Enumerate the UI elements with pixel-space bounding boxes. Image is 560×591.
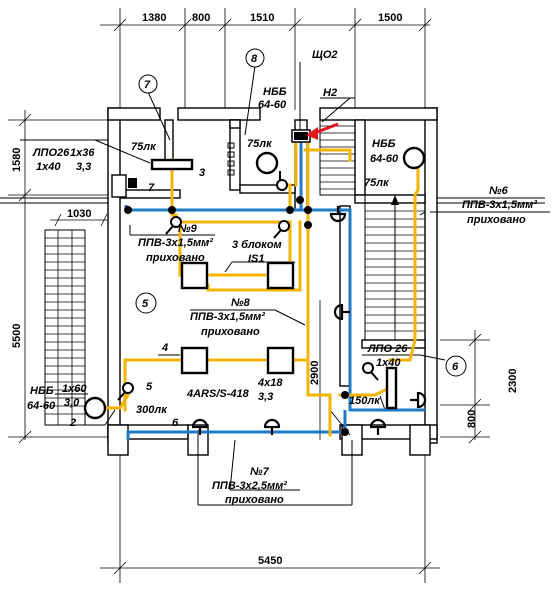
switch-room5-b [273,220,290,239]
socket-5 [333,303,350,321]
dim-top-4: 1500 [378,12,402,24]
panel-shcho2-label: ЩО2 [312,49,338,61]
dimension-lines: 1380 800 1510 1500 1580 5500 1030 5450 [8,8,519,583]
socket-1 [191,418,209,435]
label-7: 7 [148,182,155,194]
cable7-install: приховано [225,494,284,506]
room8-lux: 75лк [247,138,273,150]
socket-2 [263,418,281,435]
lpo-1x60-label: 1x60 [62,383,87,395]
dim-left-1580: 1580 [11,148,23,172]
ceiling-lights [150,158,398,410]
panel-shcho2 [291,122,339,143]
labels: ЛПО26 1x36 1x40 3,3 75лк 3 7 НББ 64-60 7… [27,49,537,506]
fixture-4ars-1 [180,261,209,290]
room-marker-8: 8 [251,53,258,65]
dim-right-800: 800 [466,410,478,428]
lpo26-label: ЛПО26 [32,147,70,159]
room8-equipment [227,142,235,176]
nbb-stair-spec: 64-60 [370,153,399,165]
fixture-type-label: 4ARS/S-418 [186,388,250,400]
lpo26-spec: 1x36 [70,147,95,159]
switch-room8 [276,171,288,191]
nbb-left [83,396,107,420]
dim-top-2: 800 [192,12,210,24]
nbb-left-spec: 64-60 [27,400,56,412]
fixture-kw-label: 3,3 [258,391,273,403]
lpo26-room6-label: ЛПО 26 [367,343,408,355]
stair-lux: 75лк [364,177,390,189]
room-marker-7: 7 [144,79,151,91]
cable7-number: №7 [250,466,270,478]
fixture-lpo26-room6 [385,366,398,410]
cable9-install: приховано [146,252,205,264]
dim-top-3: 1510 [250,12,274,24]
leader-lines [20,62,550,506]
stairs [44,119,426,426]
label-2: 2 [69,417,76,429]
switch-room5-a [165,216,182,235]
label-3: 3 [199,167,205,179]
cable8-spec: ППВ-3х1,5мм² [190,311,265,323]
dim-top-1: 1380 [142,12,166,24]
room-markers: 7 8 5 6 [135,48,467,377]
block3-label: 3 блоком [232,239,282,251]
socket-3 [369,418,387,435]
cable9-number: №9 [178,223,198,235]
switch-room5-c [117,382,134,401]
nbb-stair [402,146,426,170]
lpo-1x40-label: 1x40 [36,161,61,173]
cable9-spec: ППВ-3х1,5мм² [138,237,213,249]
nbb-room8 [255,151,279,175]
label-4: 4 [161,342,168,354]
room6-lux: 150лк [349,395,381,407]
fixture-4ars-3 [180,346,209,375]
h2-label: Н2 [323,87,337,99]
walls [0,107,545,456]
is1-label: IS1 [248,253,265,265]
switches [117,171,379,401]
lpo-3-0-label: 3,0 [64,397,80,409]
room7-lux: 75лк [131,141,157,153]
sockets [191,206,427,435]
dim-right-2300: 2300 [507,369,519,393]
nbb-room8-label: НББ [263,86,287,98]
socket-6 [329,206,347,223]
dim-inner-2900: 2900 [309,361,321,385]
cable6-install: приховано [467,214,526,226]
nbb-stair-label: НББ [372,138,396,150]
label-5: 5 [146,381,153,393]
cable8-number: №8 [231,297,251,309]
fixture-lpo26-room7 [150,158,194,171]
cable6-number: №6 [489,185,509,197]
socket-4 [410,391,427,409]
cable7-spec: ППВ-3х2,5мм² [212,480,287,492]
dim-left-5500: 5500 [11,324,23,348]
nbb-room8-spec: 64-60 [258,99,287,111]
lpo26-room6-spec: 1x40 [376,357,401,369]
emergency-lights [83,146,426,420]
dim-left-1030: 1030 [67,208,91,220]
fixture-qty-label: 4x18 [257,377,283,389]
room-marker-6: 6 [452,361,459,373]
lpo-kw-label: 3,3 [76,161,91,173]
switch-room7 [128,178,137,188]
cable8-install: приховано [201,326,260,338]
fixture-4ars-4 [266,346,295,375]
nbb-left-label: НББ [30,385,54,397]
room-marker-5: 5 [142,298,149,310]
label-6: 6 [172,417,179,429]
switch-room6 [362,362,379,381]
room5-lux: 300лк [136,404,168,416]
cable6-spec: ППВ-3х1,5мм² [462,199,537,211]
junction-boxes [124,196,349,436]
dim-bottom-5450: 5450 [258,555,282,567]
fixture-4ars-2 [266,261,295,290]
